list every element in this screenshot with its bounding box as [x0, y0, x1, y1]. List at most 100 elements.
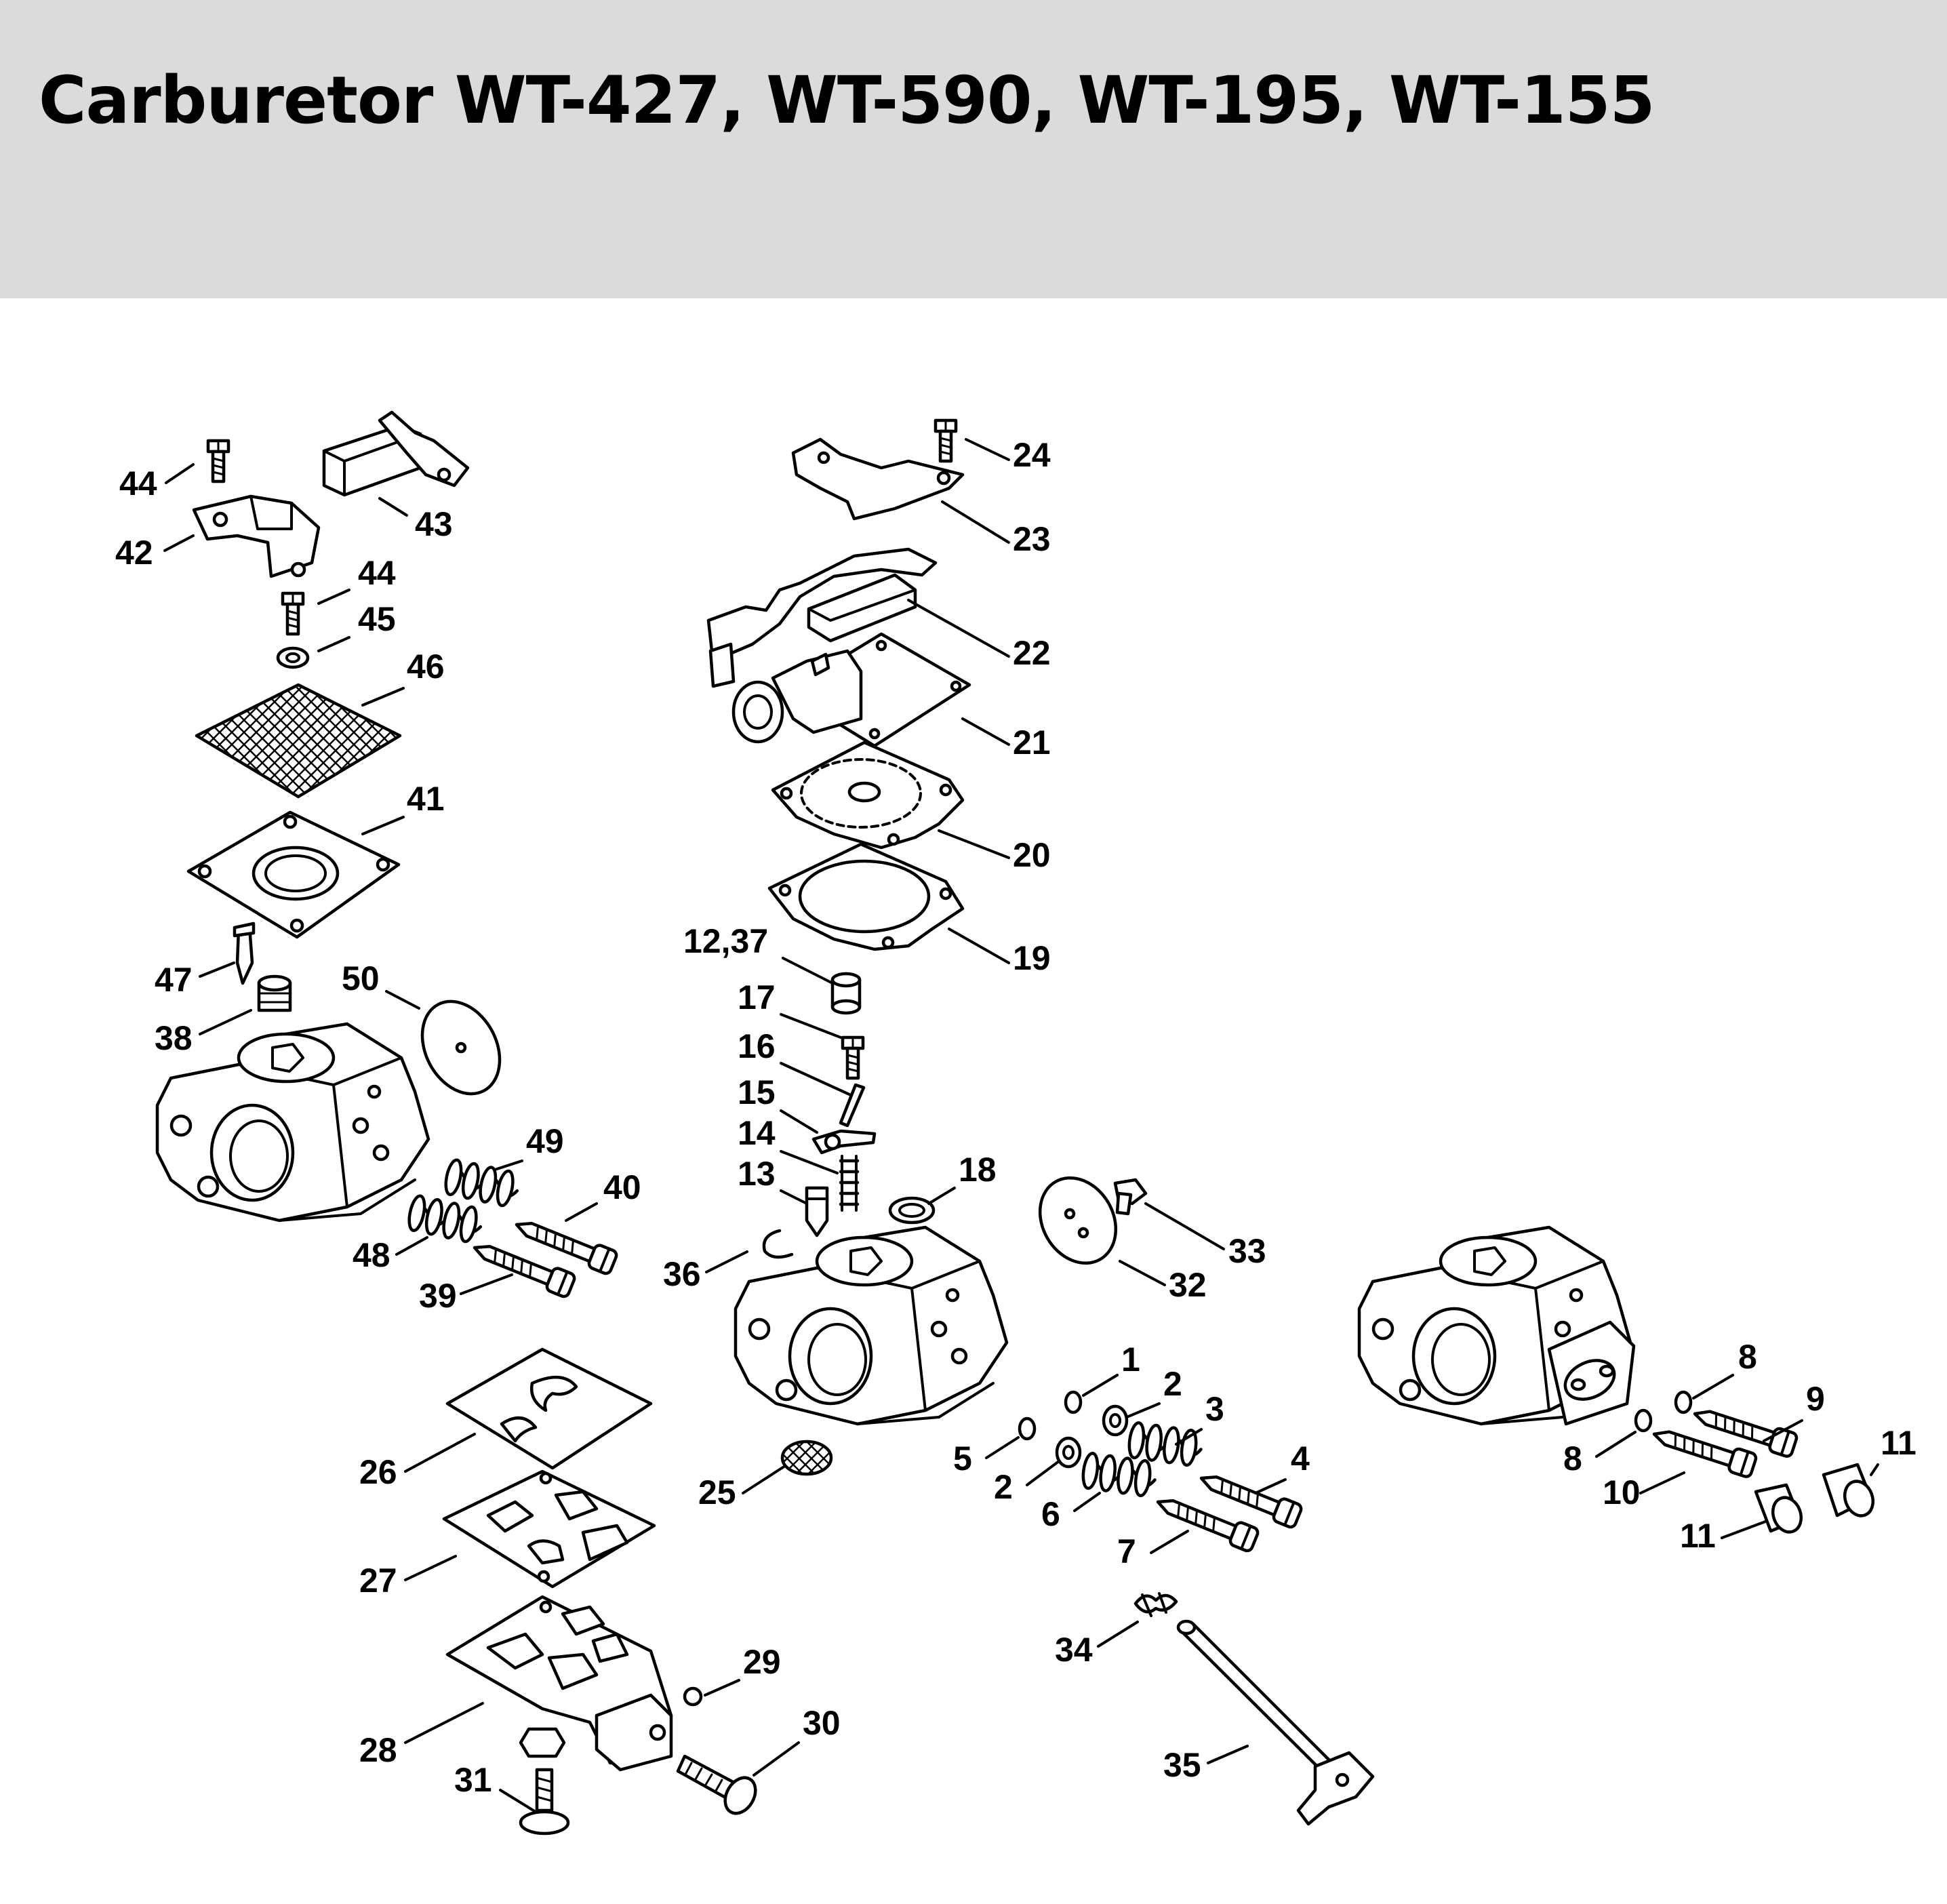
callout-label-35: 35 [1163, 1746, 1201, 1784]
callout-label-5: 5 [953, 1440, 972, 1477]
leader-line-15 [780, 1109, 818, 1134]
leader-line-25 [742, 1465, 786, 1494]
leader-line-46 [361, 687, 405, 707]
leader-line-39 [460, 1273, 513, 1295]
leader-line-12-37 [782, 957, 834, 985]
callout-label-11: 11 [1680, 1517, 1716, 1555]
callout-label-8: 8 [1738, 1338, 1757, 1376]
leader-line-6 [1073, 1492, 1101, 1512]
leader-line-33 [1144, 1202, 1225, 1250]
callout-label-7: 7 [1117, 1532, 1136, 1570]
leader-line-42 [163, 534, 195, 552]
part-45-washer [276, 646, 310, 669]
leader-line-8 [1595, 1431, 1637, 1458]
part-20-diaphragm [771, 740, 965, 850]
part-8-oring-top [1674, 1390, 1693, 1414]
leader-line-4 [1254, 1478, 1287, 1494]
part-13-inlet-needle [805, 1186, 829, 1237]
leader-line-11 [1721, 1520, 1767, 1539]
part-23-bracket [791, 437, 965, 521]
leader-line-50 [385, 990, 420, 1010]
callout-label-8: 8 [1563, 1440, 1582, 1477]
leader-line-26 [404, 1433, 476, 1473]
leader-line-18 [927, 1187, 956, 1205]
part-2-washer-top [1102, 1404, 1129, 1437]
part-15-lever [811, 1129, 877, 1155]
callout-label-13: 13 [738, 1155, 776, 1193]
leader-line-7 [1150, 1530, 1189, 1554]
part-26-gasket [445, 1347, 653, 1470]
part-48-spring [407, 1195, 484, 1244]
callout-label-16: 16 [738, 1027, 776, 1065]
callout-label-4: 4 [1291, 1440, 1310, 1477]
callout-label-30: 30 [803, 1704, 841, 1742]
leader-line-21 [961, 717, 1010, 746]
leader-line-44 [317, 589, 350, 605]
part-47-valve [233, 921, 256, 985]
callout-label-2: 2 [994, 1468, 1013, 1506]
part-12-37-plug [830, 972, 862, 1015]
callout-label-49: 49 [526, 1122, 564, 1160]
leader-line-41 [361, 816, 405, 835]
page-title: Carburetor WT-427, WT-590, WT-195, WT-15… [39, 62, 1655, 138]
part-1-oring [1064, 1390, 1083, 1414]
part-6-spring [1081, 1452, 1157, 1497]
leader-line-44 [165, 463, 195, 484]
callout-label-39: 39 [419, 1277, 457, 1315]
callout-label-26: 26 [359, 1453, 397, 1491]
leader-line-49 [494, 1159, 523, 1171]
leader-line-14 [780, 1150, 839, 1174]
callout-label-15: 15 [738, 1073, 776, 1111]
part-42-bracket [192, 494, 321, 578]
callout-label-33: 33 [1228, 1232, 1266, 1270]
part-18-washer [888, 1196, 936, 1225]
part-22-lever-assembly [706, 547, 938, 688]
part-34-spring [1133, 1592, 1178, 1617]
leader-line-30 [752, 1741, 800, 1777]
leader-line-10 [1639, 1471, 1685, 1494]
callout-label-44: 44 [358, 554, 396, 592]
part-5-oring [1018, 1416, 1037, 1441]
leader-line-20 [938, 829, 1010, 859]
part-44-screw-lower [283, 593, 303, 634]
callout-label-44: 44 [119, 464, 157, 502]
leader-line-27 [404, 1555, 457, 1581]
callout-label-31: 31 [454, 1761, 492, 1799]
leader-line-48 [395, 1236, 428, 1256]
part-33-screw [1113, 1178, 1148, 1216]
callout-label-3: 3 [1205, 1390, 1224, 1428]
leader-line-35 [1207, 1745, 1249, 1764]
callout-label-2: 2 [1163, 1365, 1182, 1403]
leader-line-47 [199, 961, 235, 978]
part-25-strainer [780, 1440, 833, 1476]
part-29-ball [683, 1686, 703, 1707]
callout-label-9: 9 [1806, 1380, 1825, 1418]
leader-line-19 [948, 928, 1010, 964]
leader-line-36 [705, 1250, 748, 1273]
callout-label-17: 17 [738, 978, 776, 1016]
callout-label-48: 48 [353, 1236, 390, 1274]
part-27-gasket [442, 1469, 656, 1589]
callout-label-47: 47 [155, 961, 193, 999]
callout-label-45: 45 [358, 600, 396, 638]
part-38-plug [257, 974, 292, 1012]
part-21-valve-plate [731, 632, 971, 748]
callout-label-6: 6 [1041, 1495, 1060, 1533]
callout-label-28: 28 [359, 1731, 397, 1769]
leader-line-17 [780, 1013, 842, 1039]
leader-line-9 [1763, 1419, 1803, 1442]
part-3-spring [1127, 1422, 1203, 1467]
callout-label-1: 1 [1121, 1341, 1140, 1379]
callout-label-12-37: 12,37 [683, 922, 768, 960]
leader-line-29 [704, 1679, 740, 1697]
part-14-spring [839, 1155, 860, 1212]
part-16-pin [839, 1083, 866, 1128]
callout-label-29: 29 [743, 1643, 781, 1681]
leader-line-32 [1119, 1260, 1166, 1286]
part-44-screw-top [208, 441, 228, 481]
callout-label-46: 46 [407, 648, 445, 686]
part-11-cap-lower [1754, 1483, 1803, 1534]
carburetor-right-needle-housing [1547, 1320, 1636, 1426]
callout-label-19: 19 [1013, 939, 1051, 977]
